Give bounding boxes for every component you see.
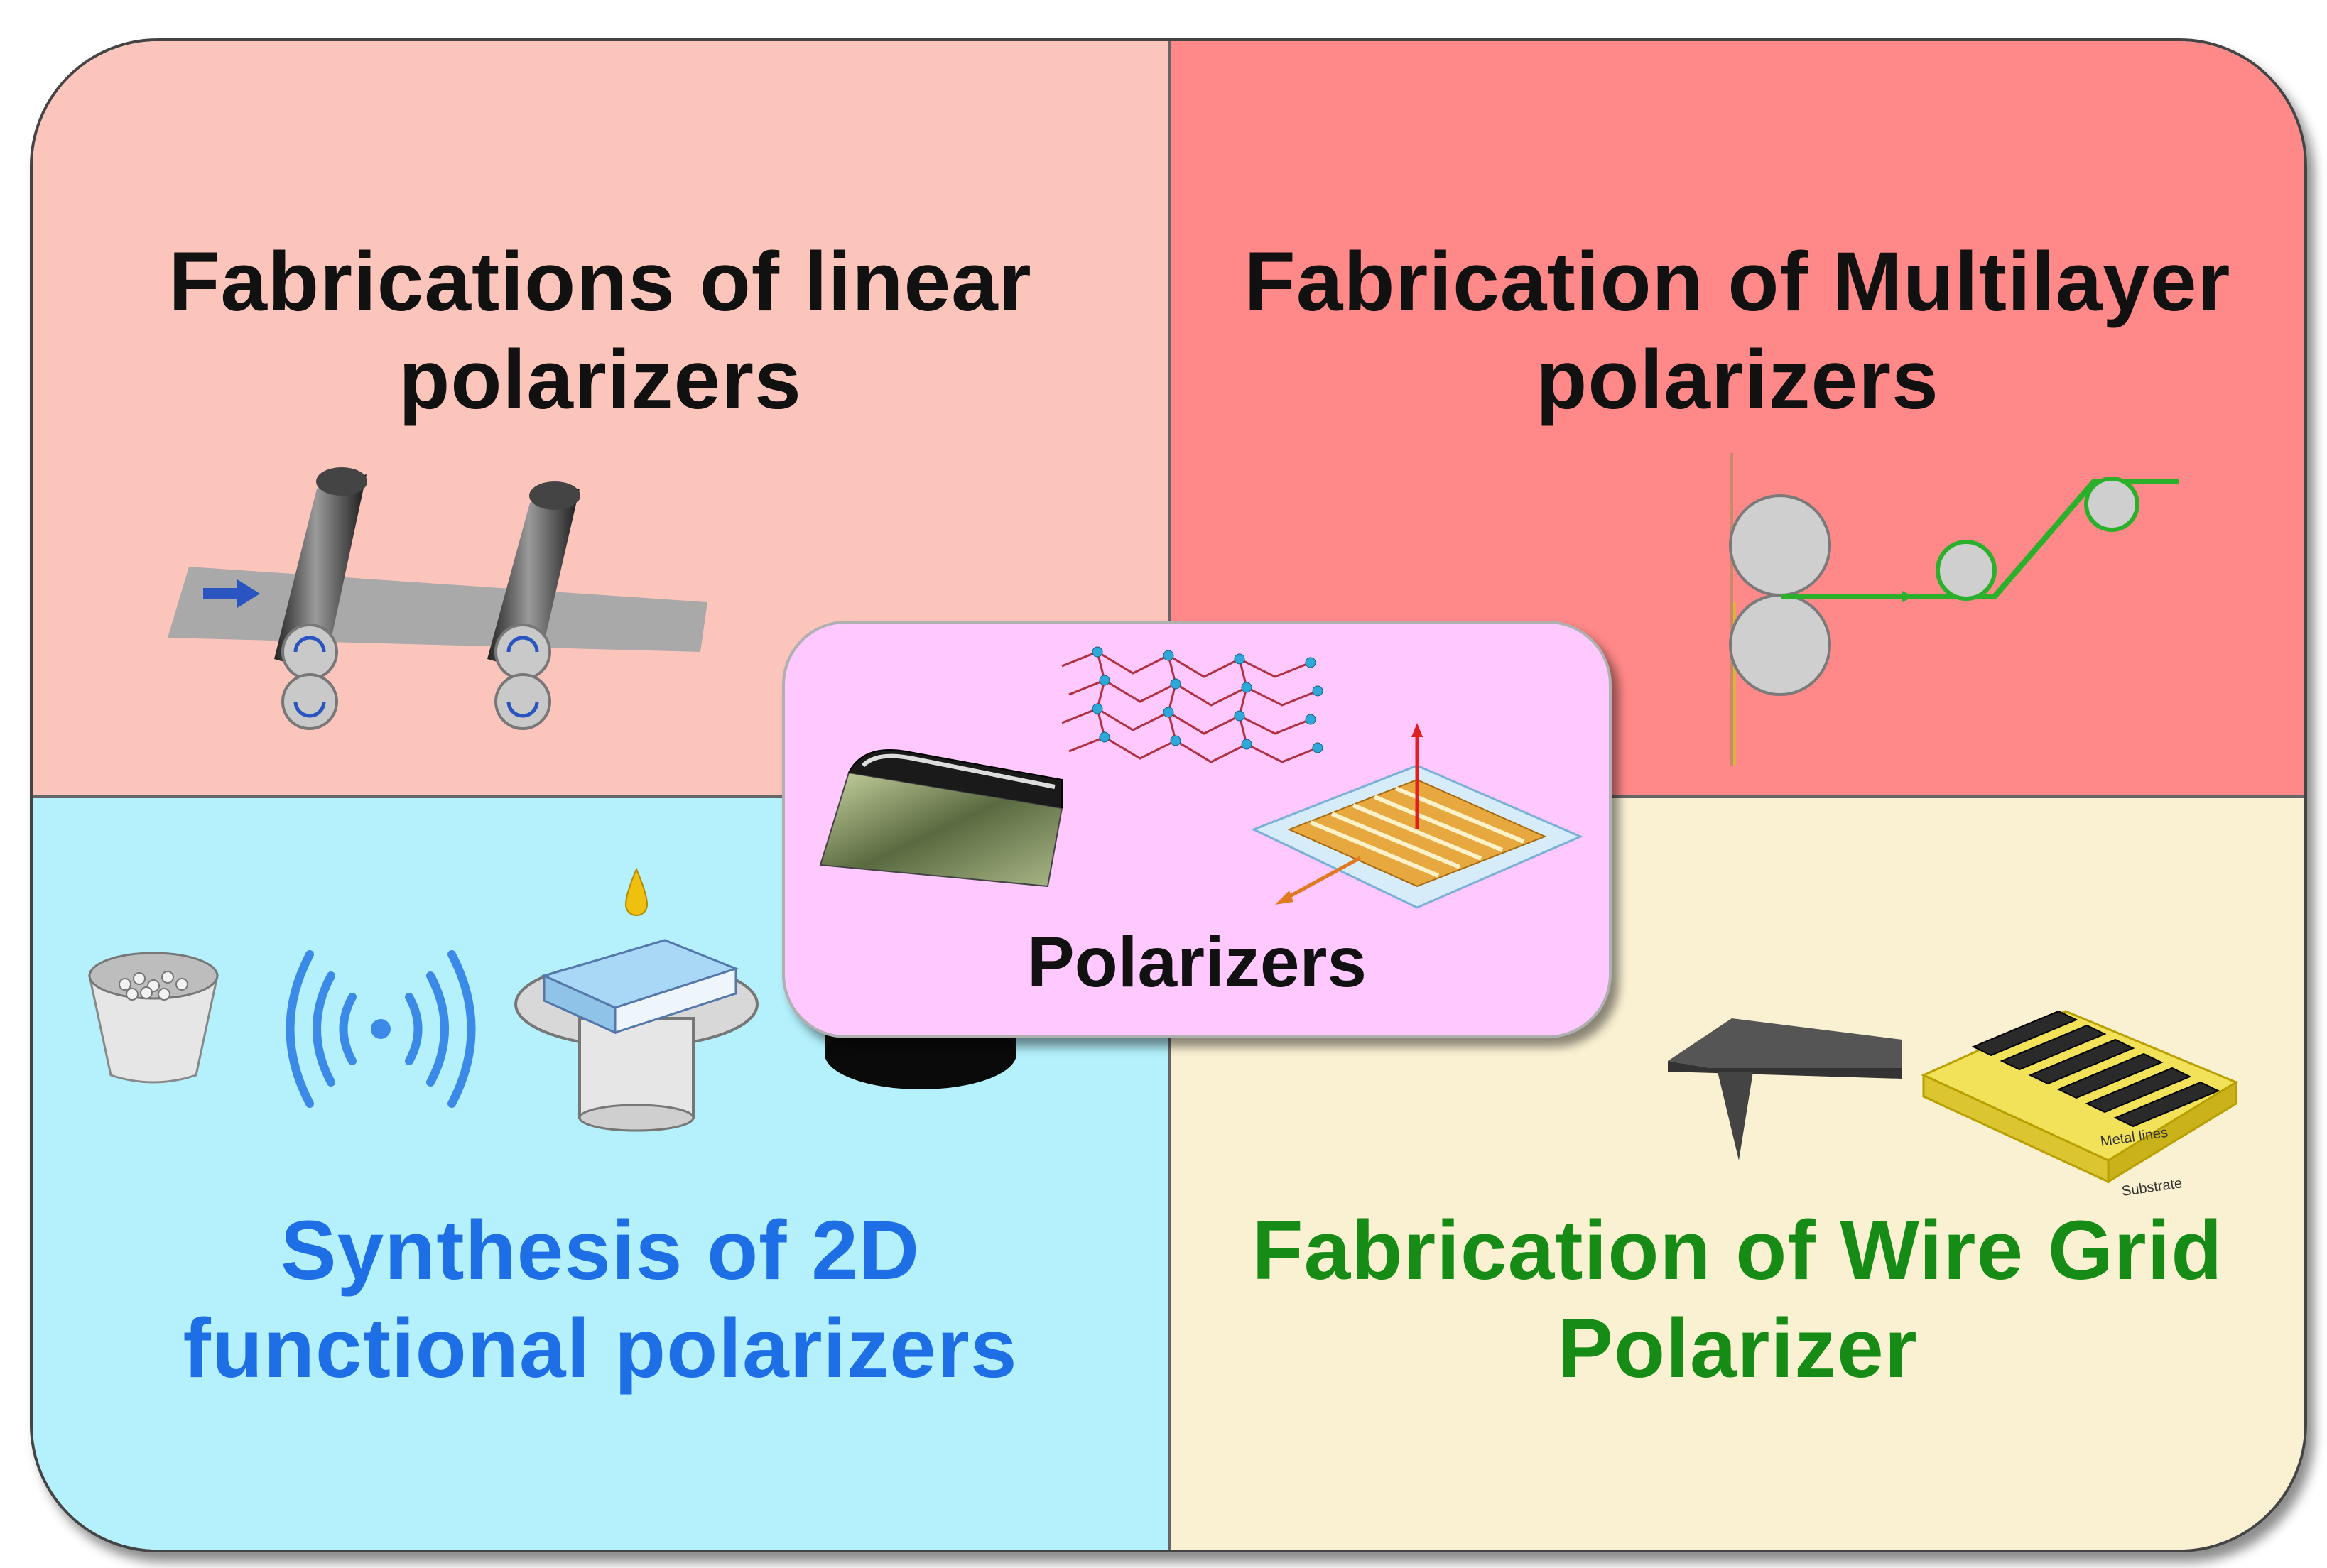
wire-grid-icon: Metal lines Substrate	[1921, 1010, 2239, 1199]
title-line: Fabrication of Wire Grid	[1252, 1204, 2223, 1297]
roller-pair-icon	[168, 467, 707, 730]
title-line: Polarizer	[1557, 1302, 1918, 1395]
panel-title-multilayer: Fabrication of Multilayer polarizers	[1171, 233, 2304, 429]
coextrusion-rollers-icon	[1729, 453, 2179, 766]
afm-tip-icon	[1668, 1018, 1902, 1160]
panel-title-linear: Fabrications of linear polarizers	[33, 233, 1168, 429]
title-line: polarizers	[398, 333, 802, 427]
title-line: Fabrications of linear	[168, 235, 1032, 329]
title-line: Synthesis of 2D	[280, 1204, 921, 1297]
panel-title-wire-grid: Fabrication of Wire Grid Polarizer	[1171, 1202, 2304, 1398]
panel-multilayer-polarizers: Fabrication of Multilayer polarizers	[1171, 41, 2304, 798]
grating-plate-icon	[1251, 723, 1583, 909]
title-line: Fabrication of Multilayer	[1244, 235, 2231, 329]
panel-linear-polarizers: Fabrications of linear polarizers	[33, 41, 1171, 798]
diagram-board: Fabrications of linear polarizers	[30, 38, 2307, 1552]
polarizer-film-icon	[819, 749, 1063, 888]
molecular-network-icon	[1061, 646, 1323, 763]
ultrasonic-wave-icon	[286, 950, 476, 1108]
panel-wire-grid-polarizer: Metal lines Substrate Fabrication of Wir…	[1171, 798, 2304, 1550]
panel-title-2d: Synthesis of 2D functional polarizers	[33, 1202, 1168, 1398]
center-polarizers-box: Polarizers	[782, 621, 1612, 1038]
title-line: polarizers	[1536, 333, 1939, 427]
center-label: Polarizers	[1026, 922, 1367, 1002]
spin-coater-icon	[514, 867, 759, 1132]
crucible-icon	[88, 952, 219, 1084]
title-line: functional polarizers	[183, 1302, 1018, 1395]
substrate-label: Substrate	[2121, 1175, 2184, 1199]
